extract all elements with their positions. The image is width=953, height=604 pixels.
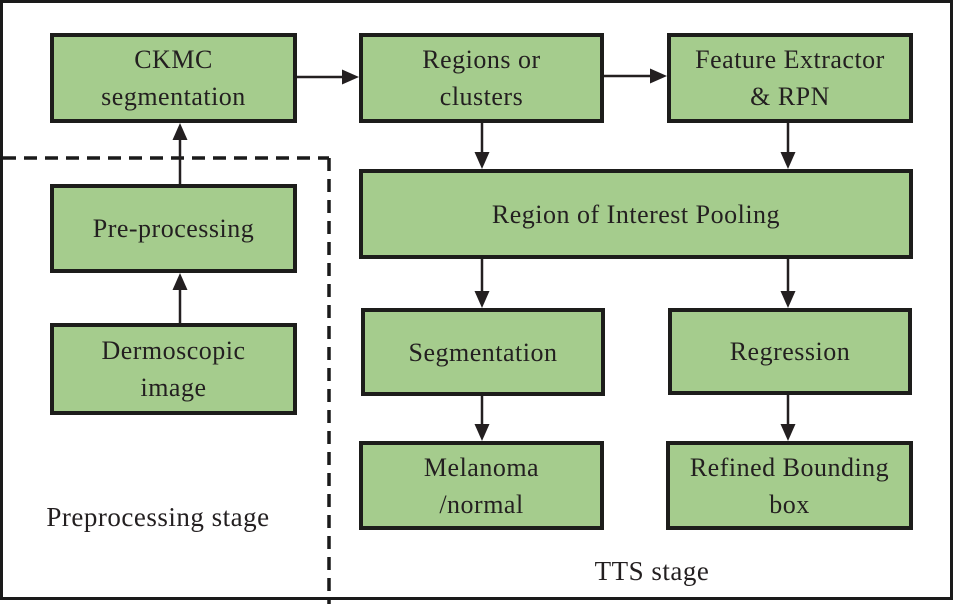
arrow-regions-to-roi [474,123,490,169]
arrow-roi-to-regression [780,259,796,308]
arrow-ckmc-to-regions [297,69,359,85]
arrow-preprocessing-to-ckmc [172,123,188,184]
arrow-regression-to-refined [780,395,796,441]
node-melanoma-normal: Melanoma /normal [359,441,604,530]
node-ckmc-segmentation: CKMC segmentation [50,33,297,123]
node-label-line: Regression [729,337,851,366]
node-refined-bounding-box: Refined Bounding box [666,441,913,530]
node-label-line: Pre-processing [92,214,255,243]
node-label-line: Segmentation [408,337,558,367]
node-label-line: Region of Interest Pooling [491,199,781,229]
node-label-line: /normal [439,489,524,519]
arrow-regions-to-feature [604,68,667,84]
node-label-line: segmentation [101,82,246,111]
arrow-feature-to-roi [780,123,796,169]
arrow-dermoscopic-to-preprocessing [172,273,188,323]
node-feature-extractor-rpn: Feature Extractor & RPN [667,33,913,123]
node-label-line: Regions or [422,45,541,74]
node-label-line: Refined Bounding [689,452,890,482]
node-label-line: Dermoscopic [101,336,246,365]
node-segmentation: Segmentation [361,308,605,396]
node-dermoscopic-image: Dermoscopic image [50,323,297,415]
node-label-line: Feature Extractor [695,45,885,74]
node-label-line: Melanoma [423,452,540,482]
node-region-of-interest-pooling: Region of Interest Pooling [359,169,913,259]
node-label-line: box [769,489,810,519]
node-label-line: clusters [439,82,524,111]
preprocessing-stage-label: Preprocessing stage [46,502,270,532]
node-regions-or-clusters: Regions or clusters [359,33,604,123]
node-label-line: image [140,373,207,402]
node-label-line: CKMC [134,45,213,74]
node-label-line: & RPN [750,82,830,111]
node-regression: Regression [668,308,912,395]
node-pre-processing: Pre-processing [50,184,297,273]
arrow-segmentation-to-melanoma [474,396,490,441]
tts-stage-label: TTS stage [594,556,710,586]
arrow-roi-to-segmentation [474,259,490,308]
